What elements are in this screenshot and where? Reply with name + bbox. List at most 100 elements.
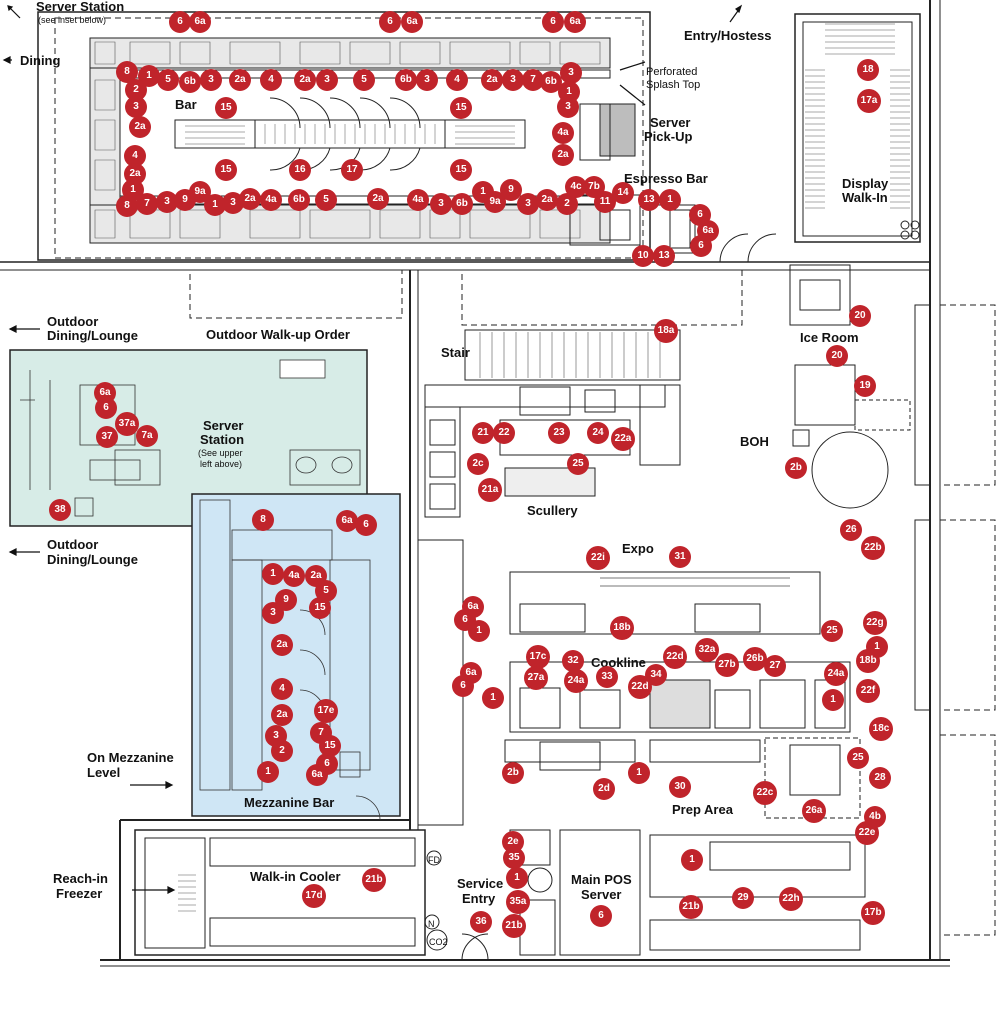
label-prep-area: Prep Area bbox=[672, 802, 733, 817]
equipment-tag: 30 bbox=[669, 776, 691, 798]
equipment-tag: 6a bbox=[336, 510, 358, 532]
label-server-station: Server Station bbox=[36, 0, 125, 14]
equipment-tag: 4 bbox=[446, 69, 468, 91]
equipment-tag: 6 bbox=[590, 905, 612, 927]
equipment-tag: 21b bbox=[502, 914, 526, 938]
label-server-pickup-1: Server bbox=[650, 115, 691, 130]
equipment-tag: 35 bbox=[503, 847, 525, 869]
equipment-tag: 3 bbox=[156, 191, 178, 213]
equipment-tag: 1 bbox=[262, 563, 284, 585]
equipment-tag: 14 bbox=[612, 182, 634, 204]
equipment-tag: 26b bbox=[743, 647, 767, 671]
equipment-tag: 5 bbox=[353, 69, 375, 91]
equipment-tag: 21 bbox=[472, 422, 494, 444]
equipment-tag: 1 bbox=[257, 761, 279, 783]
equipment-tag: 17c bbox=[526, 645, 550, 669]
equipment-tag: 6 bbox=[542, 11, 564, 33]
equipment-tag: 22f bbox=[856, 679, 880, 703]
equipment-tag: 3 bbox=[557, 96, 579, 118]
equipment-tag: 22d bbox=[663, 645, 687, 669]
equipment-tag: 15 bbox=[450, 159, 472, 181]
label-entry: Entry bbox=[462, 891, 496, 906]
equipment-tag: 3 bbox=[200, 69, 222, 91]
label-see-inset: (see inset below) bbox=[38, 15, 107, 25]
equipment-tag: 10 bbox=[632, 245, 654, 267]
expo-shelf bbox=[509, 571, 821, 635]
label-outdoor-2b: Dining/Lounge bbox=[47, 552, 138, 567]
label-perforated: Perforated bbox=[646, 66, 698, 78]
equipment-tag: 6 bbox=[690, 235, 712, 257]
prep-table bbox=[649, 834, 866, 898]
equipment-tag: 2b bbox=[502, 762, 524, 784]
equipment-tag: 18 bbox=[857, 59, 879, 81]
label-inset-see-1: (See upper bbox=[198, 448, 243, 458]
equipment-tag: 6 bbox=[452, 675, 474, 697]
equipment-tag: 2c bbox=[467, 453, 489, 475]
equipment-tag: 18a bbox=[654, 319, 678, 343]
equipment-tag: 6b bbox=[179, 71, 201, 93]
equipment-tag: 21a bbox=[478, 478, 502, 502]
label-display: Display bbox=[842, 176, 889, 191]
equipment-tag: 2a bbox=[536, 189, 558, 211]
label-freezer: Freezer bbox=[56, 886, 103, 901]
equipment-tag: 15 bbox=[309, 597, 331, 619]
equipment-tag: 6b bbox=[288, 189, 310, 211]
equipment-tag: 1 bbox=[681, 849, 703, 871]
equipment-tag: 2b bbox=[785, 457, 807, 479]
equipment-tag: 3 bbox=[222, 192, 244, 214]
equipment-tag: 22h bbox=[779, 887, 803, 911]
equipment-tag: 17b bbox=[861, 901, 885, 925]
label-server-pickup-2: Pick-Up bbox=[644, 129, 693, 144]
equipment-tag: 24a bbox=[824, 662, 848, 686]
equipment-tag: 25 bbox=[567, 453, 589, 475]
label-scullery: Scullery bbox=[527, 503, 578, 518]
equipment-tag: 8 bbox=[252, 509, 274, 531]
equipment-tag: 37a bbox=[115, 412, 139, 436]
equipment-tag: 3 bbox=[416, 69, 438, 91]
equipment-tag: 5 bbox=[157, 69, 179, 91]
ice-room bbox=[789, 264, 851, 326]
equipment-tag: 7 bbox=[522, 69, 544, 91]
label-n: N bbox=[428, 919, 435, 929]
label-reach-in: Reach-in bbox=[53, 871, 108, 886]
equipment-tag: 4c bbox=[565, 176, 587, 198]
bar-island-center bbox=[254, 119, 446, 149]
equipment-tag: 11 bbox=[594, 191, 616, 213]
label-outdoor-1: Outdoor bbox=[47, 314, 99, 329]
equipment-tag: 27a bbox=[524, 666, 548, 690]
label-dining: Dining bbox=[20, 53, 61, 68]
equipment-tag: 3 bbox=[125, 96, 147, 118]
equipment-tag: 6 bbox=[95, 397, 117, 419]
equipment-tag: 1 bbox=[468, 620, 490, 642]
equipment-tag: 4a bbox=[283, 565, 305, 587]
equipment-tag: 3 bbox=[560, 62, 582, 84]
equipment-tag: 28 bbox=[869, 767, 891, 789]
equipment-tag: 26a bbox=[802, 799, 826, 823]
equipment-tag: 17 bbox=[341, 159, 363, 181]
scullery-counter bbox=[424, 384, 666, 408]
equipment-tag: 25 bbox=[847, 747, 869, 769]
equipment-tag: 16 bbox=[289, 159, 311, 181]
equipment-tag: 6a bbox=[564, 11, 586, 33]
equipment-tag: 1 bbox=[628, 762, 650, 784]
equipment-tag: 22b bbox=[861, 536, 885, 560]
equipment-tag: 33 bbox=[596, 666, 618, 688]
equipment-tag: 34 bbox=[645, 664, 667, 686]
equipment-tag: 8 bbox=[116, 61, 138, 83]
equipment-tag: 22g bbox=[863, 611, 887, 635]
equipment-tag: 22c bbox=[753, 781, 777, 805]
equipment-tag: 4a bbox=[552, 122, 574, 144]
bar-room-wall bbox=[37, 11, 651, 261]
equipment-tag: 17a bbox=[857, 89, 881, 113]
equipment-tag: 1 bbox=[822, 689, 844, 711]
label-bar: Bar bbox=[175, 97, 197, 112]
equipment-tag: 27 bbox=[764, 655, 786, 677]
equipment-tag: 3 bbox=[517, 193, 539, 215]
label-mezz-level: Level bbox=[87, 765, 121, 780]
equipment-tag: 7 bbox=[136, 193, 158, 215]
label-walk-in: Walk-In bbox=[842, 190, 888, 205]
equipment-tag: 8 bbox=[116, 195, 138, 217]
equipment-tag: 21b bbox=[679, 895, 703, 919]
equipment-tag: 23 bbox=[548, 422, 570, 444]
